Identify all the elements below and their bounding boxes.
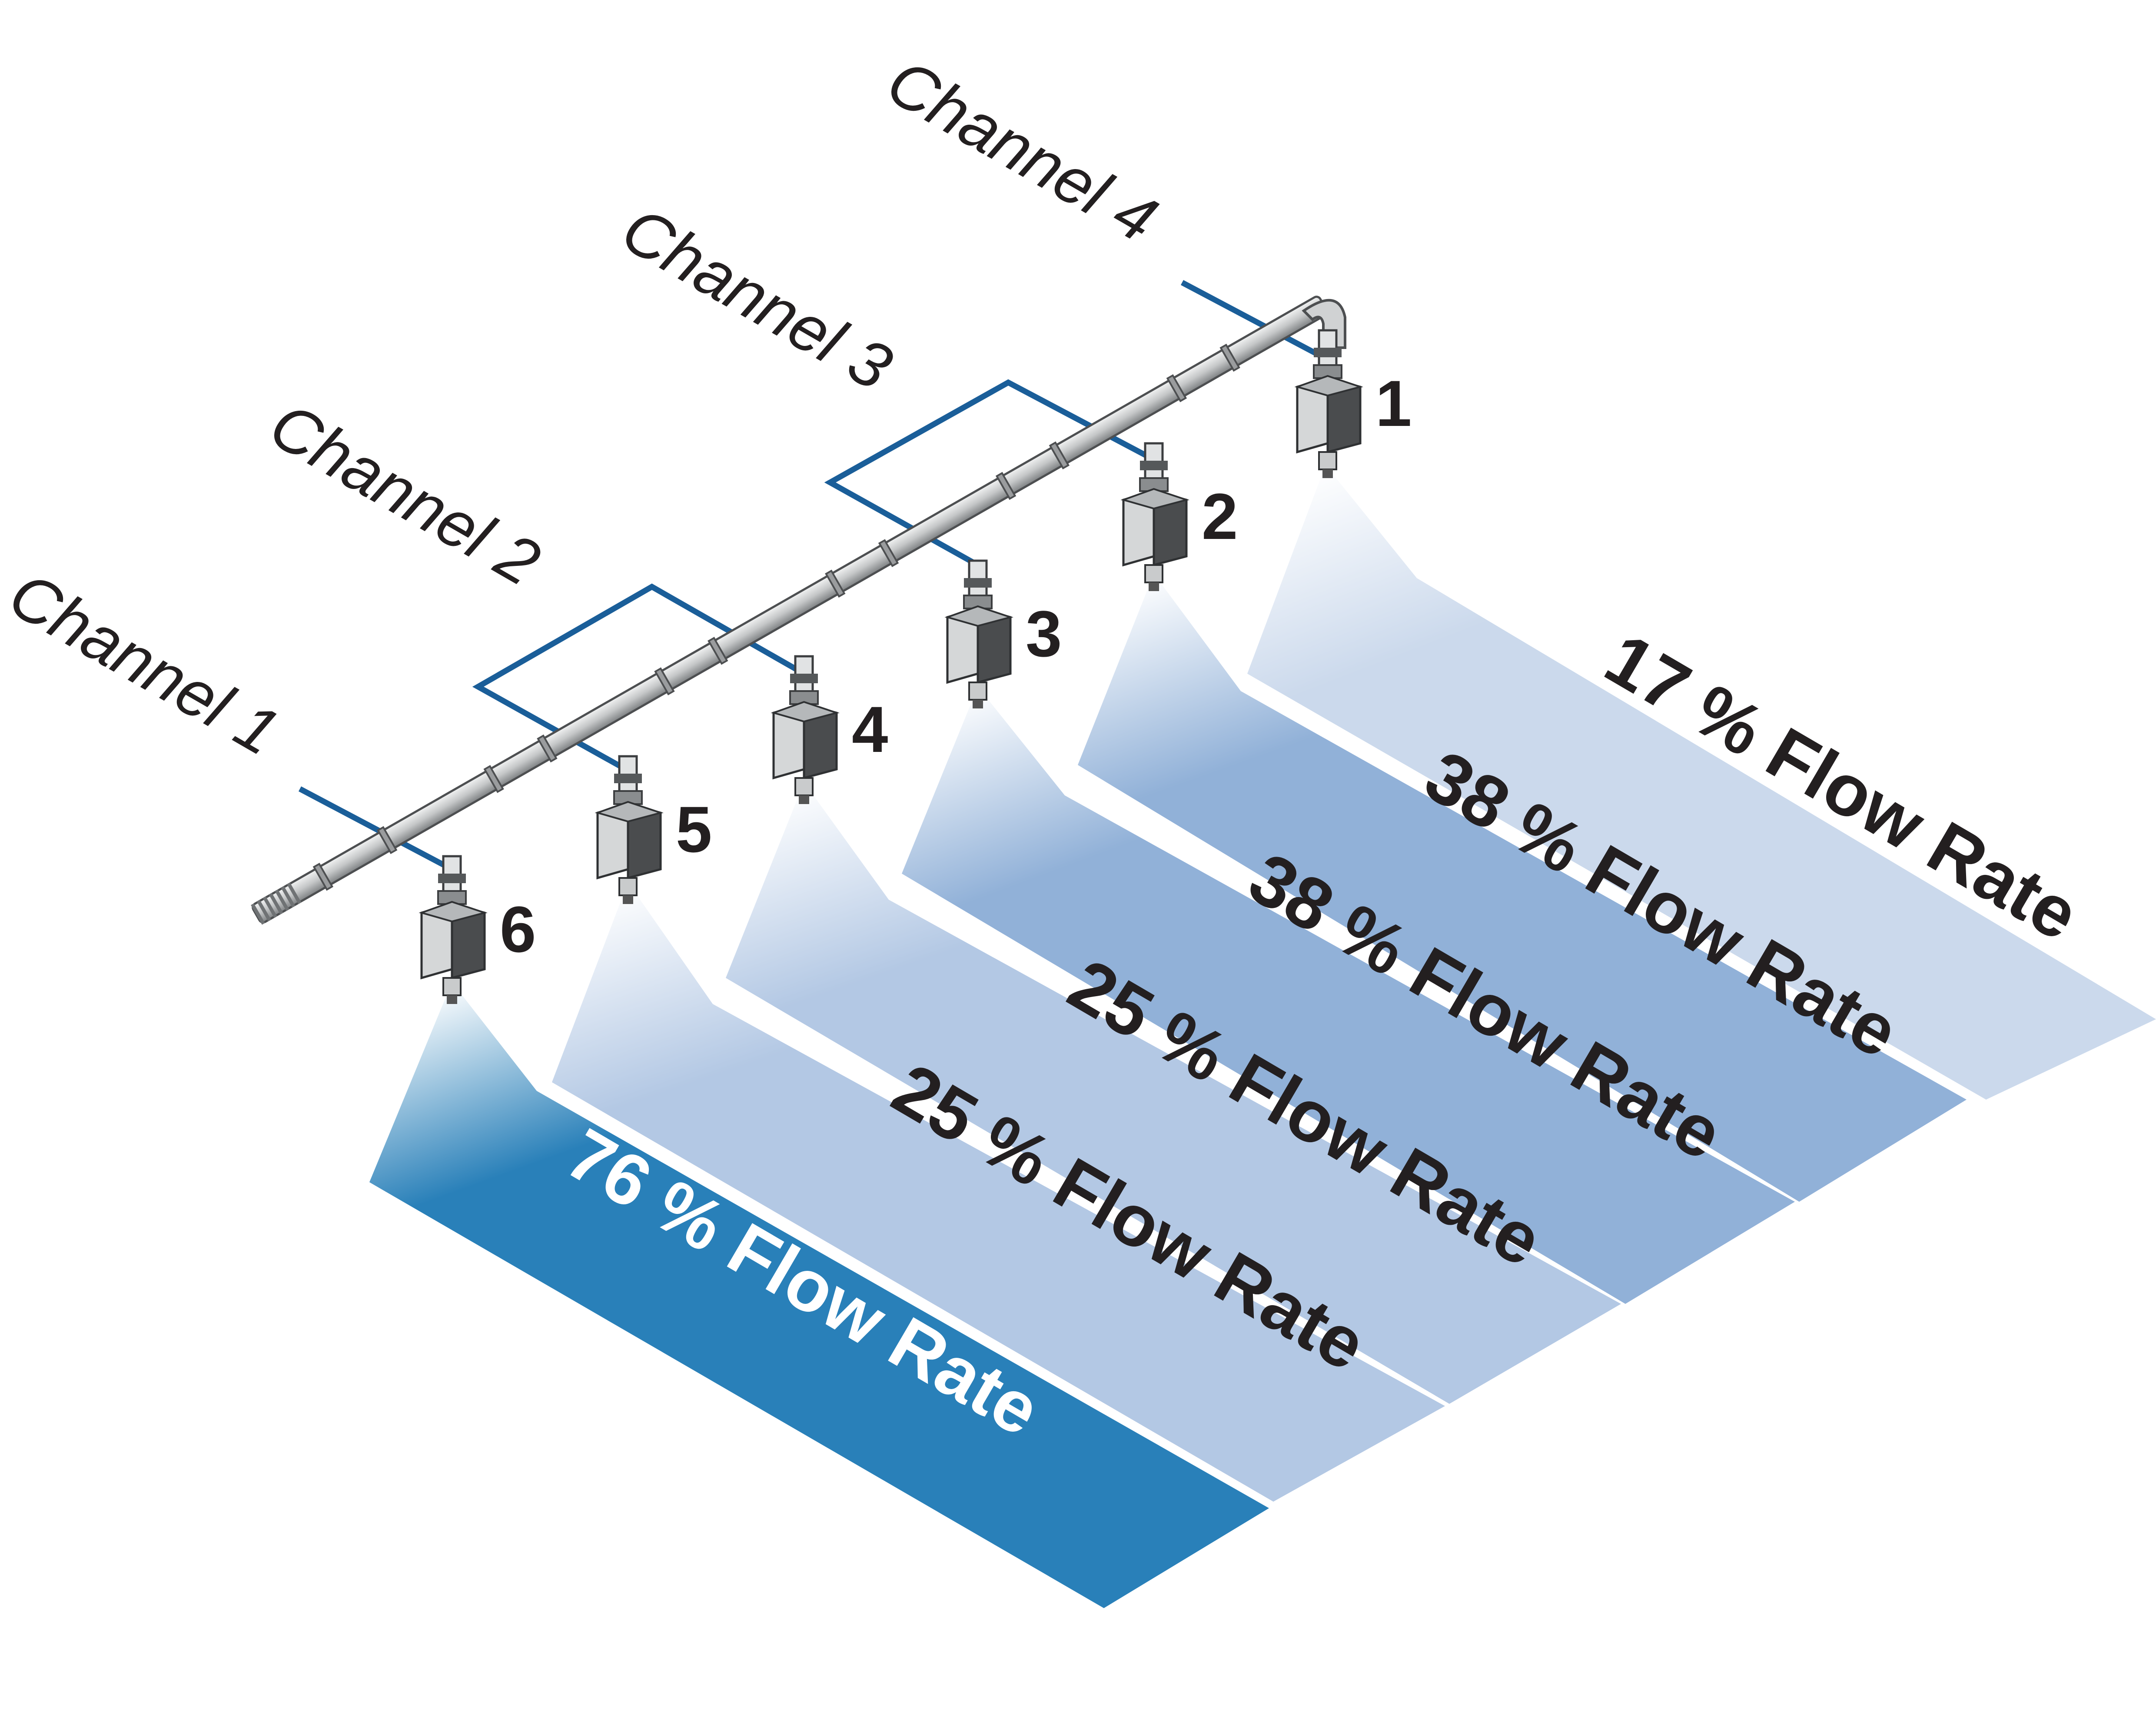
nozzles: 1 2 3 4 5 6 — [419, 329, 1412, 1004]
flow-band-3 — [902, 687, 1795, 1304]
nozzle-2: 2 — [1120, 442, 1238, 591]
nozzle-3: 3 — [944, 559, 1062, 708]
nozzle-number-5: 5 — [676, 793, 712, 866]
channel-label-4: Channel 4 — [875, 44, 1169, 256]
channel-3-line — [824, 379, 1158, 568]
nozzle-number-6: 6 — [500, 893, 536, 966]
nozzle-number-3: 3 — [1026, 597, 1062, 670]
nozzle-5: 5 — [595, 755, 712, 904]
nozzle-number-4: 4 — [852, 693, 888, 766]
nozzle-6: 6 — [419, 855, 536, 1004]
channel-1-line — [298, 786, 454, 872]
flow-band-2 — [1078, 574, 1967, 1202]
flow-band-5 — [552, 882, 1445, 1502]
flow-band-4 — [726, 782, 1621, 1404]
pipe-body — [251, 296, 1328, 925]
flow-band-1 — [1247, 465, 2156, 1100]
nozzle-1: 1 — [1294, 329, 1412, 478]
channel-label-2: Channel 2 — [258, 388, 552, 599]
channel-4-line — [1180, 280, 1332, 363]
nozzle-number-1: 1 — [1375, 367, 1412, 440]
nozzle-4: 4 — [771, 655, 888, 804]
channel-lines — [298, 280, 1332, 872]
channel-label-1: Channel 1 — [0, 557, 291, 769]
flow-band-6 — [369, 982, 1269, 1608]
channel-label-3: Channel 3 — [610, 192, 904, 404]
manifold-pipe — [251, 296, 1346, 925]
channel-2-line — [472, 583, 806, 772]
nozzle-number-2: 2 — [1202, 480, 1238, 553]
